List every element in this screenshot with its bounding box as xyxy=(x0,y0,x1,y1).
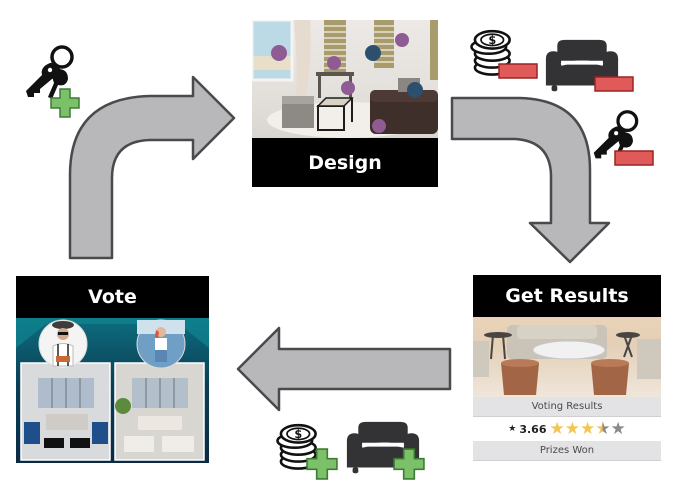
results-room-image xyxy=(473,317,661,397)
rating-row: ★ 3.66 ★ ★ ★ ★ ★ xyxy=(473,417,661,441)
step-label-design: Design xyxy=(252,138,438,187)
minus-icon xyxy=(594,76,634,92)
hotspot-icons xyxy=(271,33,423,133)
plus-icon xyxy=(50,88,80,118)
vote-image xyxy=(16,318,209,463)
star-empty-icon: ★ xyxy=(610,418,626,439)
resource-spend-coins xyxy=(468,26,540,82)
plus-icon xyxy=(306,448,338,480)
minus-icon xyxy=(614,150,654,166)
design-room-illustration xyxy=(252,20,438,138)
step-design-card: Design xyxy=(252,20,438,187)
step-get-results-card: Get Results Voting Results ★ 3. xyxy=(473,275,661,463)
star-half-icon: ★ xyxy=(595,418,611,439)
vote-room-right xyxy=(114,362,205,461)
voting-results-strip: Voting Results xyxy=(473,397,661,417)
vote-illustration xyxy=(16,318,209,461)
design-room-image xyxy=(252,20,438,138)
vote-room-left xyxy=(20,362,111,461)
step-vote-card: Vote xyxy=(16,276,209,463)
step-label-get-results: Get Results xyxy=(473,275,661,317)
resource-gain-sofa xyxy=(345,420,440,482)
step-label-vote: Vote xyxy=(16,276,209,318)
rating-stars: ★ ★ ★ ★ ★ xyxy=(549,418,626,439)
resource-gain-coins xyxy=(274,420,346,482)
star-icon: ★ xyxy=(564,418,580,439)
arrow-vote-to-design-shape xyxy=(68,75,236,260)
arrow-results-to-vote-shape xyxy=(236,326,452,412)
star-icon: ★ xyxy=(579,418,596,439)
avatar-voter-2 xyxy=(136,319,186,369)
rating-star-icon: ★ xyxy=(508,424,517,434)
prizes-won-strip: Prizes Won xyxy=(473,441,661,461)
resource-spend-sofa xyxy=(544,38,644,96)
resource-gain-keys xyxy=(22,43,82,123)
minus-icon xyxy=(498,63,538,79)
plus-icon xyxy=(393,448,425,480)
star-icon: ★ xyxy=(549,418,565,439)
rating-value: 3.66 xyxy=(519,422,547,436)
resource-spend-keys xyxy=(590,108,660,178)
arrow-design-to-results-shape xyxy=(450,96,611,264)
avatar-voter-1 xyxy=(38,319,88,369)
results-room-illustration xyxy=(473,325,661,395)
